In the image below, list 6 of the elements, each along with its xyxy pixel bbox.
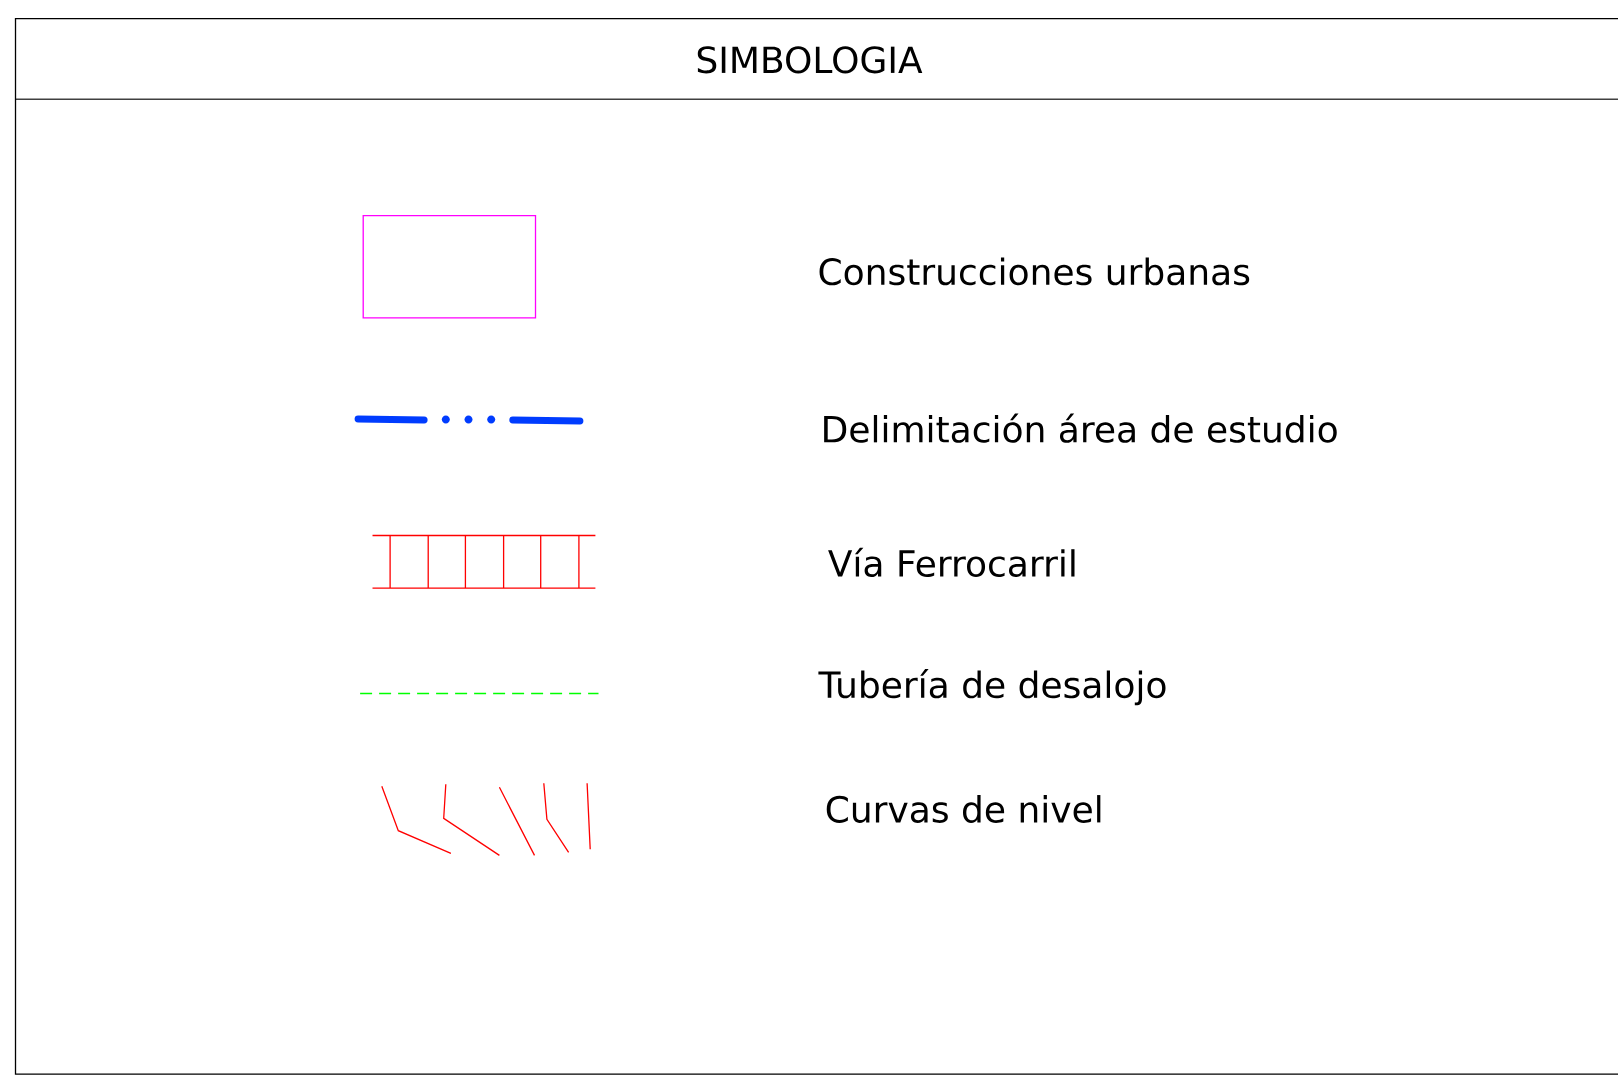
legend-label: Tubería de desalojo	[818, 669, 1166, 706]
legend-label: Vía Ferrocarril	[828, 547, 1075, 578]
legend-title: SIMBOLOGIA	[697, 46, 923, 74]
legend-label: Curvas de nivel	[826, 795, 1101, 823]
legend-label: Delimitación área de estudio	[824, 413, 1337, 443]
legend-label: Construcciones urbanas	[819, 257, 1250, 286]
